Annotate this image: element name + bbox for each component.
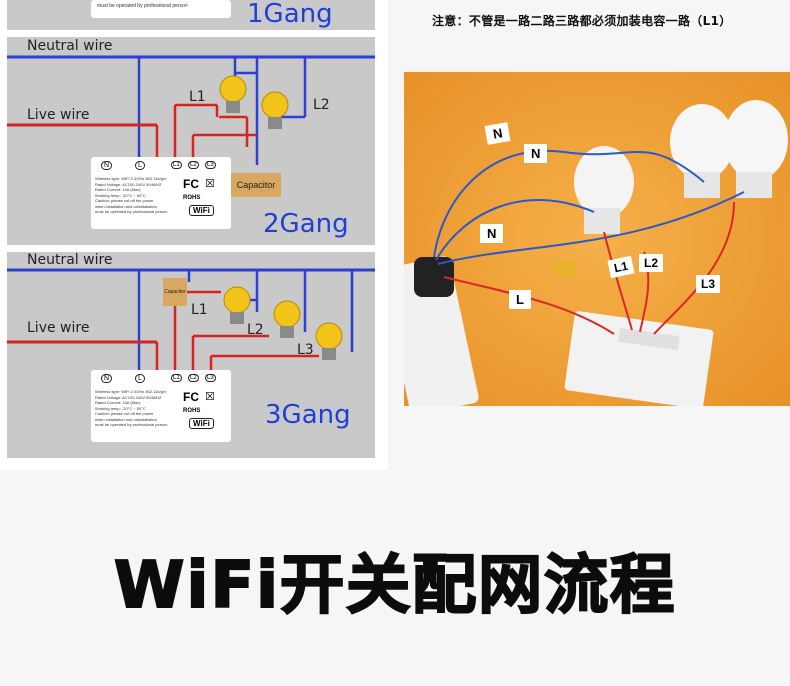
photo-tag-l2: L2 (639, 254, 664, 272)
gang2-l1-label: L1 (189, 89, 206, 105)
gang3-recycle-bin-icon: ☒ (205, 391, 215, 403)
gang2-spec-line: Rated Current: 10A (Max) (95, 187, 141, 192)
gang1-title: 1Gang (247, 0, 333, 29)
gang1-diagram: must be operated by professional person … (7, 0, 375, 30)
gang2-wires (7, 55, 375, 167)
gang2-bulb-1-icon (219, 75, 247, 113)
page-headline: WiFi开关配网流程 (113, 548, 677, 624)
gang3-spec-line: Rated Voltage: AC100-240V 50/60HZ (95, 394, 162, 400)
gang3-capacitor: Capacitor (163, 278, 187, 306)
gang3-terminal-l: L (135, 374, 145, 383)
wiring-photo-illustration (404, 72, 790, 406)
gang2-terminal-l1: L1 (171, 161, 182, 169)
gang3-terminal-l1: L1 (171, 374, 182, 382)
gang3-live-label: Live wire (27, 320, 90, 336)
wiring-photo: N N N L L1 L2 L3 (404, 72, 790, 406)
photo-tag-n-3: N (480, 224, 504, 243)
gang3-spec-text: Wireless type: WIFI 2.4GHz 802.11b/g/n R… (95, 389, 181, 428)
gang3-spec-line: must be operated by professional person (95, 422, 168, 427)
gang3-rohs-mark: ROHS (183, 408, 201, 414)
gang2-spec-line: Caution: please cut off the power (95, 198, 154, 203)
gang3-diagram: Neutral wire Live wire L1 L2 L3 Capacito… (7, 252, 375, 458)
gang3-terminal-l3: L3 (205, 374, 216, 382)
gang3-l2-label: L2 (247, 322, 264, 338)
gang3-terminal-n: N (101, 374, 113, 383)
gang3-wifi-badge: WiFi (189, 418, 214, 429)
gang2-wifi-badge: WiFi (189, 205, 214, 216)
gang2-title: 2Gang (263, 209, 349, 239)
photo-tag-n-1: N (484, 122, 511, 145)
gang3-spec-line: Wireless type: WIFI 2.4GHz 802.11b/g/n (95, 389, 167, 394)
gang3-bulb-2-icon (273, 300, 301, 338)
gang2-terminal-l3: L3 (205, 161, 216, 169)
gang3-l1-label: L1 (191, 302, 208, 318)
gang2-bulb-2-icon (261, 91, 289, 129)
photo-tag-l3: L3 (696, 275, 721, 293)
gang3-title: 3Gang (265, 400, 351, 430)
gang1-switch-card: must be operated by professional person (91, 0, 231, 18)
gang2-l2-label: L2 (313, 97, 330, 113)
gang2-terminals: N L L1 L2 L3 (99, 161, 223, 173)
gang3-switch-card: N L L1 L2 L3 Wireless type: WIFI 2.4GHz … (91, 370, 231, 442)
gang3-spec-line: Working temp: -20°C ~ 50°C (95, 405, 146, 411)
photo-tag-n-2: N (524, 144, 548, 163)
gang2-terminal-n: N (101, 161, 113, 170)
gang2-recycle-bin-icon: ☒ (205, 178, 215, 190)
gang3-l3-label: L3 (297, 342, 314, 358)
gang2-capacitor: Capacitor (231, 173, 281, 197)
gang3-wires (7, 268, 375, 376)
gang2-spec-line: Working temp: -20°C ~ 50°C (95, 192, 146, 198)
gang3-bulb-3-icon (315, 322, 343, 360)
gang2-spec-text: Wireless type: WIFI 2.4GHz 802.11b/g/n R… (95, 176, 181, 215)
capacitor-note: 注意：不管是一路二路三路都必须加装电容一路（L1） (432, 14, 732, 28)
gang3-neutral-label: Neutral wire (27, 252, 113, 268)
gang2-diagram: Neutral wire Live wire L1 L2 Capacitor N… (7, 37, 375, 245)
gang3-terminal-l2: L2 (188, 374, 199, 382)
gang2-spec-line: must be operated by professional person (95, 209, 168, 214)
gang3-terminals: N L L1 L2 L3 (99, 374, 223, 386)
gang2-terminal-l: L (135, 161, 145, 170)
gang2-fc-mark: FC (183, 177, 199, 191)
photo-tag-l: L (509, 290, 531, 309)
gang2-switch-card: N L L1 L2 L3 Wireless type: WIFI 2.4GHz … (91, 157, 231, 229)
gang2-spec-line: Wireless type: WIFI 2.4GHz 802.11b/g/n (95, 176, 167, 181)
gang3-spec-line: Rated Current: 10A (Max) (95, 400, 141, 405)
gang3-fc-mark: FC (183, 390, 199, 404)
wiring-diagram-panel: must be operated by professional person … (0, 0, 388, 470)
gang2-rohs-mark: ROHS (183, 195, 201, 201)
gang3-spec-line: Caution: please cut off the power (95, 411, 154, 416)
gang2-live-label: Live wire (27, 107, 90, 123)
gang2-neutral-label: Neutral wire (27, 38, 113, 54)
gang2-terminal-l2: L2 (188, 161, 199, 169)
gang2-spec-line: Rated Voltage: AC100-240V 50/60HZ (95, 181, 162, 187)
gang2-spec-line: when installation and uninstallation (95, 203, 157, 209)
gang3-spec-line: when installation and uninstallation (95, 416, 157, 422)
gang1-footer-text: must be operated by professional person (97, 3, 188, 9)
gang3-bulb-1-icon (223, 286, 251, 324)
